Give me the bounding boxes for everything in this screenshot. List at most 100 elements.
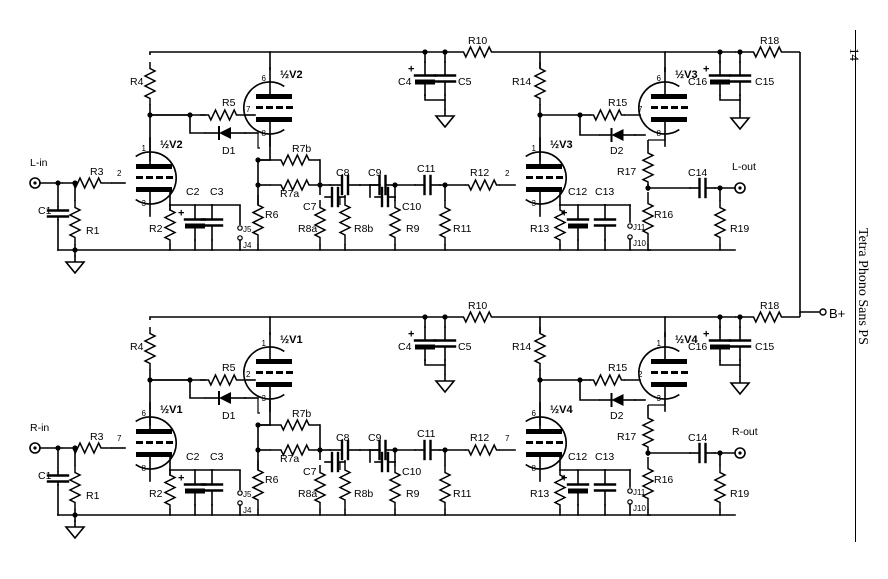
page-number: 14 [847,48,862,61]
lower-jumper-pin [237,490,243,496]
upper-tube4-plate [651,94,687,99]
upper-tube2-grid [266,106,273,109]
lower-label-r2: R2 [149,488,163,500]
upper-label-r9: R9 [406,223,420,235]
lower-tube4-label: ½V4 [675,334,699,346]
lower-label-r15: R15 [608,362,627,374]
lower-tube3-grid [556,441,563,444]
upper-polarity-mark: + [703,64,709,76]
lower-resistor [163,470,177,510]
lower-polarity-mark: + [561,473,567,485]
lower-label-c13: C13 [595,451,614,463]
page-divider-line [855,30,856,542]
upper-tube1-grid [136,176,143,179]
upper-output-label: L-out [732,161,756,173]
upper-resistor [735,45,800,59]
upper-label-c7: C7 [303,201,317,213]
upper-label-c11: C11 [417,163,436,175]
lower-tube1-pin-bottom: 8 [142,464,147,473]
lower-label-r6: R6 [265,474,279,486]
upper-label-r19: R19 [730,223,749,235]
lower-output-label: R-out [732,426,758,438]
upper-label-r2: R2 [149,223,163,235]
lower-polarity-mark: + [178,473,184,485]
lower-label-r14: R14 [512,341,531,353]
upper-resistor [590,108,625,122]
lower-resistor [641,457,655,510]
upper-label-c2: C2 [186,186,200,198]
upper-label-r5: R5 [222,97,236,109]
lower-tube3-pin-bottom: 8 [532,464,537,473]
lower-resistor [713,465,727,510]
upper-resistor [62,176,112,190]
upper-resistor [641,192,655,245]
lower-junction-dot [255,447,261,453]
supply-bus-wire [799,52,820,313]
upper-label-c4: C4 [398,76,412,88]
lower-label-r3: R3 [90,431,104,443]
lower-label-j5: J5 [243,490,252,499]
upper-tube2-grid [286,106,293,109]
lower-label-r12: R12 [470,432,489,444]
upper-resistor [438,200,452,245]
upper-tube4-grid [681,106,688,109]
upper-label-r8a: R8a [298,223,317,235]
upper-label-c13: C13 [595,186,614,198]
lower-tube4-pin-top: 1 [657,339,662,348]
upper-label-r10: R10 [468,35,487,47]
upper-diode [611,129,624,141]
lower-label-r1: R1 [86,490,100,502]
upper-resistor [388,200,402,245]
lower-label-c11: C11 [417,428,436,440]
lower-label-r5: R5 [222,362,236,374]
lower-label-c2: C2 [186,451,200,463]
upper-label-r17: R17 [617,166,636,178]
upper-label-r7a: R7a [280,188,299,200]
upper-tube4-pin-bottom: 8 [657,129,662,138]
lower-electrolytic-plate [710,344,730,350]
upper-jack-center [738,186,742,190]
lower-tube2-grid [286,371,293,374]
lower-resistor [251,460,265,510]
upper-resistor [163,205,177,245]
upper-resistor [313,200,327,245]
upper-resistor [445,45,510,59]
upper-jack-center [33,181,37,185]
upper-tube1-plate [136,164,172,169]
upper-resistor [533,62,547,105]
lower-label-r10: R10 [468,300,487,312]
upper-tube3-grid [556,176,563,179]
lower-label-c1: C1 [38,470,52,482]
upper-label-j5: J5 [243,225,252,234]
lower-label-j10: J10 [633,504,646,513]
upper-tube1-grid [146,176,153,179]
lower-tube1-grid [146,441,153,444]
lower-d1-link [189,380,205,399]
lower-label-c4: C4 [398,341,412,353]
lower-tube3-plate [526,429,562,434]
upper-ground-symbol [434,115,456,129]
upper-label-r16: R16 [654,209,673,221]
lower-plate-rail-left [149,316,271,335]
lower-tube3-pin-left: 7 [505,434,510,443]
lower-tube2-pin-bottom: 3 [262,394,267,403]
upper-resistor [465,178,500,192]
lower-tube3-pin-top: 6 [532,409,537,418]
upper-label-r11: R11 [453,223,472,235]
upper-tube2-cathode-lead [257,135,271,205]
supply-connection: B+ [799,52,845,321]
upper-diode [219,127,231,139]
upper-label-c5: C5 [458,76,472,88]
lower-input-label: R-in [30,422,49,434]
lower-label-d2: D2 [610,410,624,422]
upper-label-c8: C8 [336,167,350,179]
lower-label-c15: C15 [755,341,774,353]
lower-label-c10: C10 [402,466,421,478]
upper-electrolytic-plate [415,79,435,85]
upper-label-r12: R12 [470,167,489,179]
upper-label-c15: C15 [755,76,774,88]
upper-label-r4: R4 [130,76,144,88]
upper-tube3-cathode [526,187,562,192]
upper-tube3-pin-left: 2 [505,169,510,178]
lower-tube1-grid [166,441,173,444]
